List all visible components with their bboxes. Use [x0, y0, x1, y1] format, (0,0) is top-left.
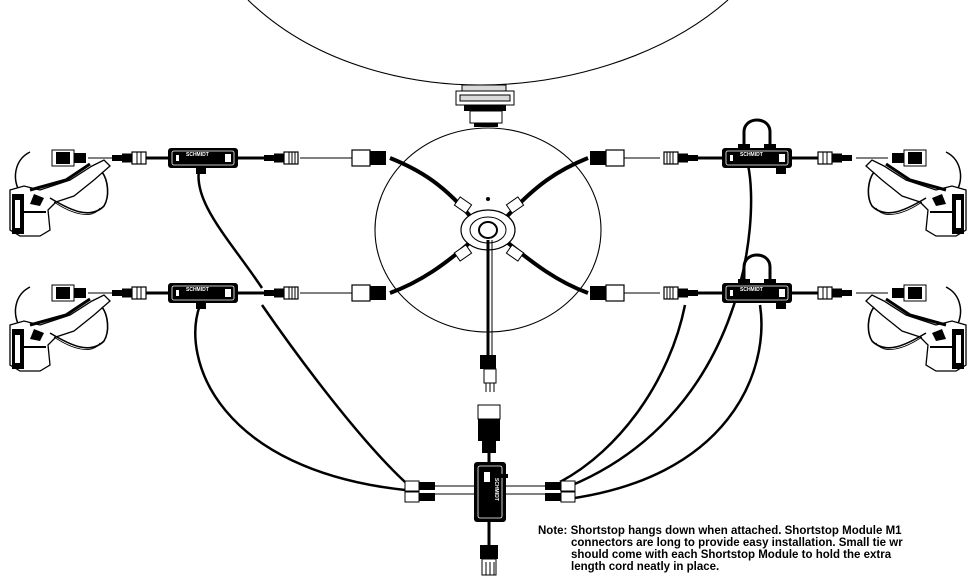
- left-row-bottom: SCHMIDT: [88, 282, 352, 309]
- module-label-left-bottom: SCHMIDT: [186, 287, 209, 293]
- note-line-1: Note: Shortstop hangs down when attached…: [538, 525, 902, 537]
- balloon-outline: [247, 0, 729, 86]
- note-line-3: should come with each Shortstop Module t…: [571, 549, 892, 561]
- junction-module-label: SCHMIDT: [493, 478, 499, 501]
- hub-connector-bottom-right: [589, 284, 625, 302]
- module-label-right-bottom: SCHMIDT: [740, 287, 763, 293]
- hub-connector-top-left: [351, 149, 387, 167]
- right-end-connectors: [892, 149, 927, 302]
- note-line-2: connectors are long to provide easy inst…: [571, 537, 903, 549]
- left-end-connectors: [51, 149, 86, 302]
- hub-connector-top-right: [589, 149, 625, 167]
- left-row-top: SCHMIDT: [88, 147, 352, 174]
- note-prefix: Note:: [538, 525, 568, 537]
- hub-connector-bottom-left: [351, 284, 387, 302]
- right-row-top: SCHMIDT: [624, 118, 888, 174]
- right-row-bottom: SCHMIDT: [624, 253, 888, 309]
- central-junction-module: SCHMIDT: [474, 462, 508, 576]
- hub-junctions: [453, 196, 525, 262]
- mounting-collar: [455, 84, 515, 127]
- note-line-4: length cord neatly in place.: [571, 561, 720, 573]
- installation-note: Note: Shortstop hangs down when attached…: [538, 525, 975, 573]
- module-label-right-top: SCHMIDT: [740, 152, 763, 158]
- junction-feed-cords: [194, 164, 763, 502]
- center-down-cord: [477, 240, 501, 462]
- central-hub: [460, 197, 516, 251]
- module-label-left-top: SCHMIDT: [186, 152, 209, 158]
- junction-side-connectors: [404, 480, 576, 503]
